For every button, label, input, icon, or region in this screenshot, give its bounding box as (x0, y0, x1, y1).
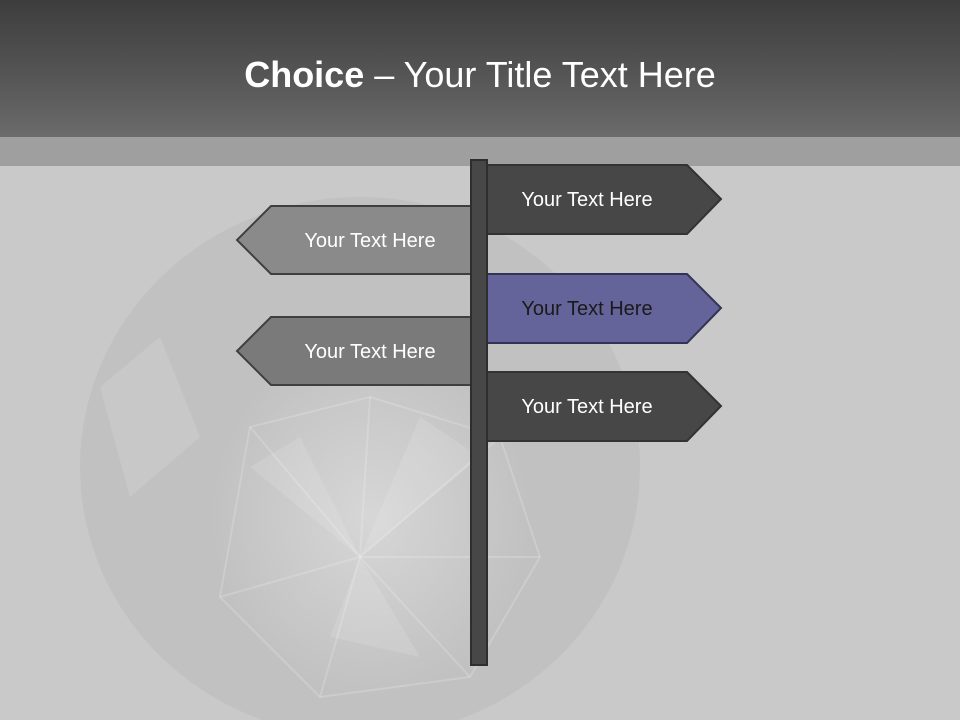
title-bold: Choice (244, 54, 365, 95)
sign-left-1-label: Your Text Here (304, 230, 435, 252)
sign-right-1[interactable]: Your Text Here (486, 164, 723, 235)
sign-right-2[interactable]: Your Text Here (486, 273, 723, 344)
sign-right-2-label: Your Text Here (521, 298, 652, 320)
sign-right-3-label: Your Text Here (521, 396, 652, 418)
page-title: Choice – Your Title Text Here (0, 50, 960, 100)
sign-right-3[interactable]: Your Text Here (486, 371, 723, 442)
signpost-pole (470, 159, 488, 666)
title-bar (0, 0, 960, 137)
title-separator: – (364, 54, 404, 95)
sign-right-1-label: Your Text Here (521, 189, 652, 211)
title-rest: Your Title Text Here (403, 54, 716, 95)
sign-left-1[interactable]: Your Text Here (235, 205, 472, 275)
sign-left-2-label: Your Text Here (304, 341, 435, 363)
sign-left-2[interactable]: Your Text Here (235, 316, 472, 386)
